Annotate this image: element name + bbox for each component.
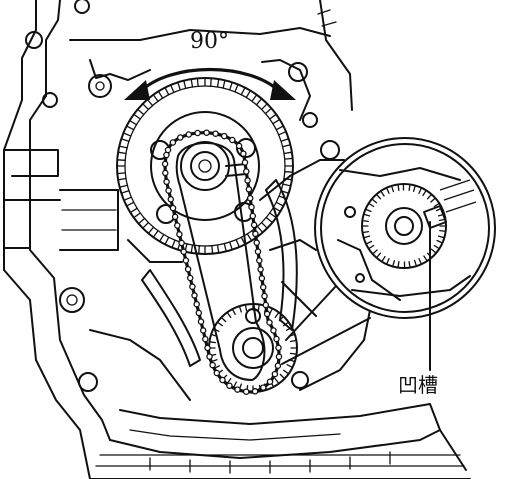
chain-link: [206, 353, 213, 360]
timing-chain-icon: [161, 129, 283, 395]
engine-block-outline: [3, 0, 471, 479]
rotation-arrow-icon: 90°: [124, 29, 296, 100]
chain-link: [263, 310, 271, 318]
chain-link: [251, 388, 259, 395]
chain-link: [271, 370, 279, 378]
chain-link: [213, 369, 221, 377]
chain-link: [169, 139, 177, 146]
chain-link: [262, 301, 270, 309]
chain-link: [259, 283, 267, 291]
chain-link: [219, 376, 226, 384]
chain-link: [256, 257, 263, 264]
chain-link: [226, 382, 233, 389]
chain-link: [176, 231, 183, 238]
cam-sprocket-icon: [116, 77, 294, 255]
chain-link: [174, 222, 181, 229]
chain-link: [182, 257, 190, 264]
chain-link: [162, 169, 169, 177]
groove-callout: 凹槽: [398, 221, 438, 397]
chain-link: [186, 274, 194, 282]
chain-link: [249, 212, 257, 220]
chain-link: [202, 335, 209, 343]
chain-link: [203, 129, 210, 136]
chain-link: [178, 239, 185, 247]
chain-link: [250, 221, 258, 229]
chain-link: [171, 213, 179, 221]
chain-link: [258, 275, 266, 282]
chain-link: [275, 353, 283, 360]
chain-link: [165, 187, 172, 194]
chain-link: [274, 362, 282, 369]
chain-link: [240, 150, 247, 157]
chain-link: [229, 136, 236, 144]
chain-link: [245, 186, 253, 193]
chain-link: [209, 361, 216, 369]
chain-link: [197, 318, 205, 325]
chain-link: [184, 265, 192, 273]
chain-link: [194, 129, 201, 137]
chain-link: [252, 230, 259, 238]
chain-link: [266, 319, 273, 326]
chain-link: [235, 142, 243, 150]
chain-link: [266, 378, 274, 385]
chain-tensioner: [141, 179, 298, 367]
chain-link: [163, 178, 170, 186]
chain-link: [169, 204, 177, 212]
chain-link: [275, 344, 282, 352]
chain-link: [273, 335, 280, 343]
chain-link: [254, 248, 262, 255]
chain-link: [195, 309, 203, 317]
chain-link: [185, 131, 193, 138]
chain-link: [246, 194, 254, 202]
chain-link: [241, 159, 249, 166]
chain-link: [163, 151, 170, 159]
chain-link: [212, 130, 219, 137]
chain-link: [220, 132, 228, 140]
chain-link: [260, 384, 267, 391]
chain-link: [193, 300, 200, 308]
chain-link: [199, 327, 207, 334]
rotation-angle-label: 90°: [190, 29, 229, 54]
chain-link: [248, 203, 255, 211]
chain-link: [243, 168, 250, 175]
chain-link: [257, 266, 264, 273]
chain-link: [177, 134, 184, 141]
chain-link: [161, 160, 169, 168]
chain-link: [204, 344, 211, 352]
chain-link: [253, 239, 260, 246]
chain-link: [270, 327, 277, 334]
chain-link: [167, 196, 175, 203]
chain-link: [244, 177, 251, 184]
magnifier-inset: [281, 137, 496, 365]
chain-link: [180, 248, 187, 255]
chain-link: [261, 292, 268, 300]
chain-link: [191, 292, 198, 299]
groove-label: 凹槽: [398, 373, 438, 397]
chain-link: [234, 386, 241, 393]
chain-link: [242, 388, 250, 395]
chain-link: [189, 283, 196, 290]
